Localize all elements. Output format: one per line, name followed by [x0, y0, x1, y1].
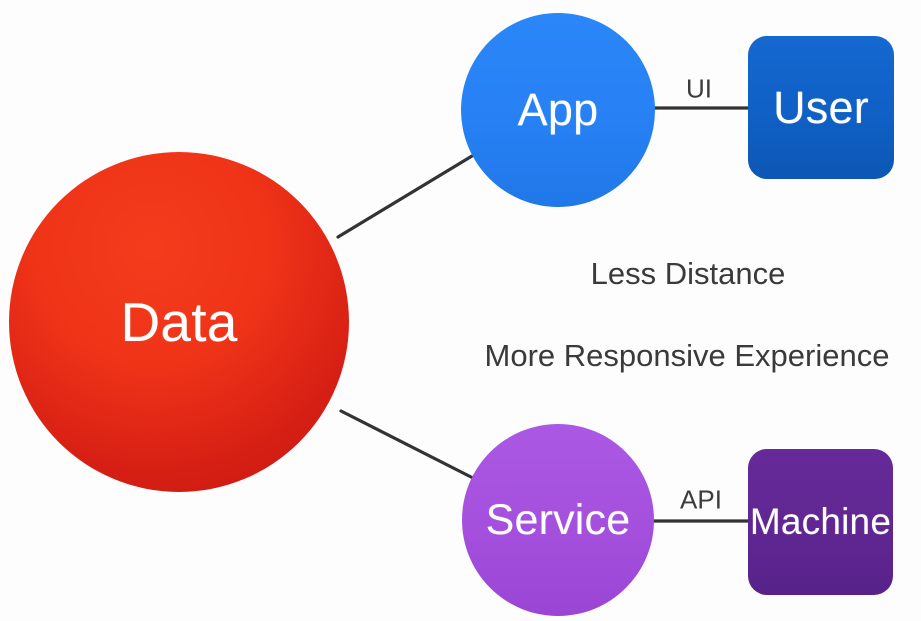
- node-user[interactable]: User: [748, 36, 894, 179]
- node-machine-label: Machine: [749, 501, 892, 542]
- node-service[interactable]: Service: [462, 424, 654, 616]
- edge-label-api: API: [680, 484, 722, 515]
- node-app-label: App: [517, 84, 599, 135]
- node-machine[interactable]: Machine: [748, 449, 893, 595]
- node-data-label: Data: [120, 291, 238, 353]
- node-service-label: Service: [485, 495, 631, 544]
- caption-more-responsive: More Responsive Experience: [484, 338, 890, 373]
- node-data[interactable]: Data: [9, 152, 349, 492]
- edge-label-ui: UI: [686, 73, 712, 104]
- edge-data-to-service: [339, 409, 475, 480]
- node-app[interactable]: App: [461, 13, 655, 207]
- caption-less-distance: Less Distance: [590, 256, 786, 291]
- edge-data-to-app: [336, 154, 474, 239]
- node-user-label: User: [773, 81, 869, 133]
